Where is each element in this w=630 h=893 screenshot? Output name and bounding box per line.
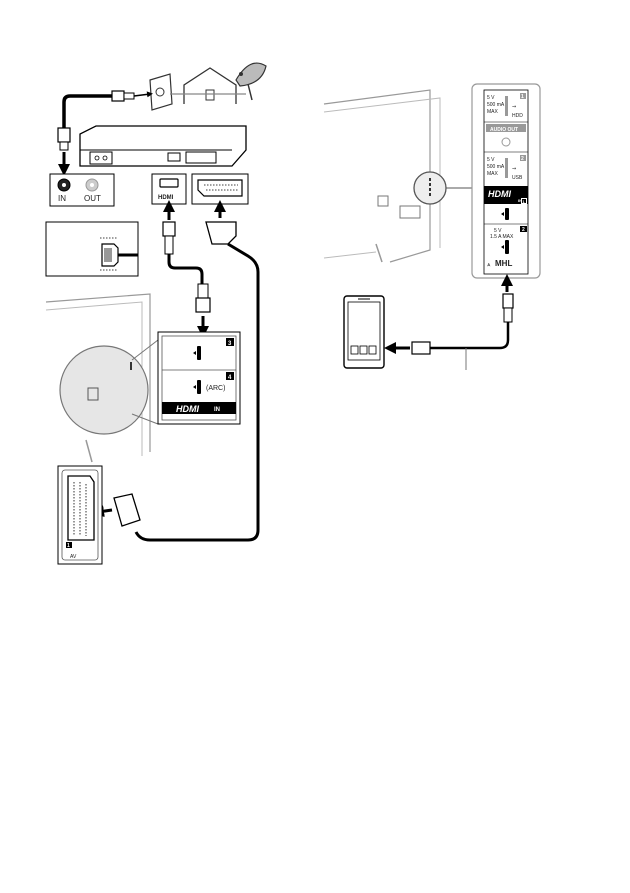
scart-port-num: 1	[67, 543, 70, 549]
mhl-spec-v: 5 V	[494, 228, 502, 234]
right-hdmi-logo: HDMI	[488, 189, 511, 199]
hdmi-port-2-num: 2	[522, 227, 525, 233]
mhl-symbol-icon: ⩓	[487, 262, 491, 268]
mhl-spec-a: 1.5 A MAX	[490, 234, 514, 240]
house-icon	[183, 67, 237, 104]
wall-socket-icon	[149, 73, 173, 111]
hdmi-input-panel: 3 4 (ARC) HDMI IN	[157, 331, 241, 425]
scart-cable-icon	[92, 200, 260, 542]
antenna-out-label: OUT	[84, 194, 101, 203]
audio-out-label: AUDIO OUT	[490, 127, 518, 133]
usb1-hdd: HDD	[512, 113, 523, 119]
hdmi-panel-in: IN	[214, 407, 220, 413]
satellite-dish-icon	[235, 62, 267, 101]
usb2-icon: ⇝	[512, 166, 516, 172]
stb-hdmi-logo: HDMI	[158, 195, 174, 201]
set-top-box	[79, 125, 247, 167]
usb2-label: USB	[512, 175, 523, 181]
scart-input-panel: 1 AV	[57, 465, 103, 565]
scart-av-label: AV	[70, 554, 77, 560]
stb-hdmi-port: HDMI	[151, 173, 187, 205]
usb1-icon: ⇝	[512, 104, 516, 110]
hdmi-cable-icon	[162, 200, 211, 338]
coax-cable-icon	[57, 90, 153, 176]
hdmi-panel-logo: HDMI	[176, 404, 199, 414]
usb2-num: 2	[521, 156, 524, 162]
usb2-spec-max: MAX	[487, 171, 499, 177]
hdmi-arc-label: (ARC)	[206, 385, 225, 392]
usb2-spec-v: 5 V	[487, 157, 495, 163]
usb1-spec-max: MAX	[487, 109, 499, 115]
right-hdmi-in: IN	[518, 198, 522, 203]
audio-out-port: AUDIO OUT	[484, 124, 528, 153]
usb1-spec-ma: 500 mA	[487, 102, 505, 108]
hdmi-connector-inset	[45, 221, 139, 277]
hdmi-port-3-num: 3	[228, 341, 232, 347]
usb-port-1: 5 V 500 mA MAX 1 ⇝ HDD	[484, 93, 528, 123]
tv-rear-right	[323, 89, 474, 263]
hdmi-port-4-num: 4	[228, 375, 232, 381]
side-port-panel: 5 V 500 mA MAX 1 ⇝ HDD AUDIO OUT 5 V 500…	[471, 83, 541, 279]
usb1-num: 1	[521, 94, 524, 100]
stb-scart-port	[191, 173, 249, 205]
smartphone-icon	[343, 295, 385, 369]
tv-rear-left	[45, 293, 159, 463]
mhl-cable-icon	[384, 274, 514, 370]
usb-port-2: 5 V 500 mA MAX 2 ⇝ USB	[487, 155, 526, 181]
antenna-port-panel: IN OUT	[49, 173, 115, 207]
hdmi-port-block: HDMI IN 1 2 5 V 1.5 A MAX MHL ⩓	[484, 186, 528, 268]
hdmi-port-1-num: 1	[523, 199, 526, 204]
mhl-logo: MHL	[495, 259, 512, 268]
usb2-spec-ma: 500 mA	[487, 164, 505, 170]
antenna-in-label: IN	[58, 194, 66, 203]
usb1-spec-v: 5 V	[487, 95, 495, 101]
